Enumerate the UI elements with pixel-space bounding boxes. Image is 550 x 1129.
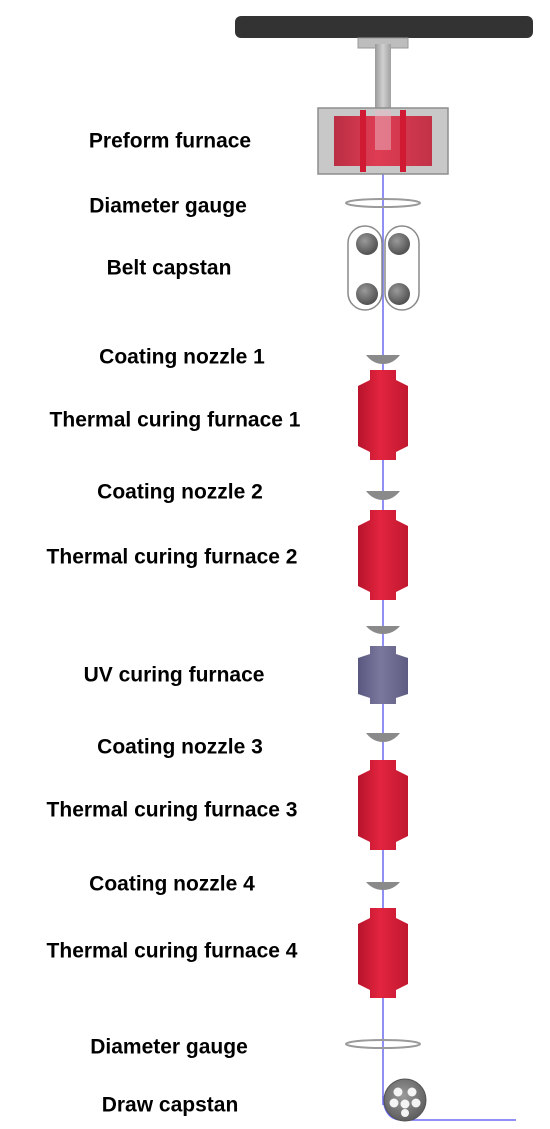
label-preform-furnace: Preform furnace	[88, 129, 252, 153]
diameter-gauge-top-shape	[345, 198, 421, 208]
diameter-gauge-bottom-shape	[345, 1039, 421, 1049]
coating-nozzle-1-shape	[366, 355, 400, 364]
coating-nozzle-3-shape	[366, 733, 400, 742]
tower-top-bar	[235, 16, 533, 38]
label-coating-nozzle-3: Coating nozzle 3	[97, 735, 263, 759]
label-diameter-gauge-top: Diameter gauge	[89, 194, 247, 218]
coating-nozzle-4-shape	[366, 882, 400, 890]
label-draw-capstan: Draw capstan	[101, 1093, 239, 1117]
label-thermal-curing-furnace-4: Thermal curing furnace 4	[46, 939, 298, 963]
label-coating-nozzle-4: Coating nozzle 4	[89, 872, 255, 896]
coating-nozzle-2-shape	[366, 491, 400, 500]
thermal-curing-furnace-1-shape	[358, 370, 408, 460]
thermal-curing-furnace-4-shape	[358, 908, 408, 998]
label-thermal-curing-furnace-3: Thermal curing furnace 3	[46, 798, 298, 822]
label-belt-capstan: Belt capstan	[106, 256, 232, 280]
label-thermal-curing-furnace-1: Thermal curing furnace 1	[49, 408, 301, 432]
label-coating-nozzle-2: Coating nozzle 2	[97, 480, 263, 504]
belt-capstan-unit	[347, 225, 420, 311]
preform-furnace-unit	[317, 107, 449, 175]
draw-capstan-unit	[383, 1078, 427, 1122]
thermal-curing-furnace-3-shape	[358, 760, 408, 850]
label-uv-curing-furnace: UV curing furnace	[83, 663, 265, 687]
label-coating-nozzle-1: Coating nozzle 1	[99, 345, 265, 369]
label-diameter-gauge-bottom: Diameter gauge	[90, 1035, 248, 1059]
coating-nozzle-uv-shape	[366, 626, 400, 634]
uv-curing-furnace-shape	[358, 646, 408, 704]
thermal-curing-furnace-2-shape	[358, 510, 408, 600]
label-thermal-curing-furnace-2: Thermal curing furnace 2	[46, 545, 298, 569]
